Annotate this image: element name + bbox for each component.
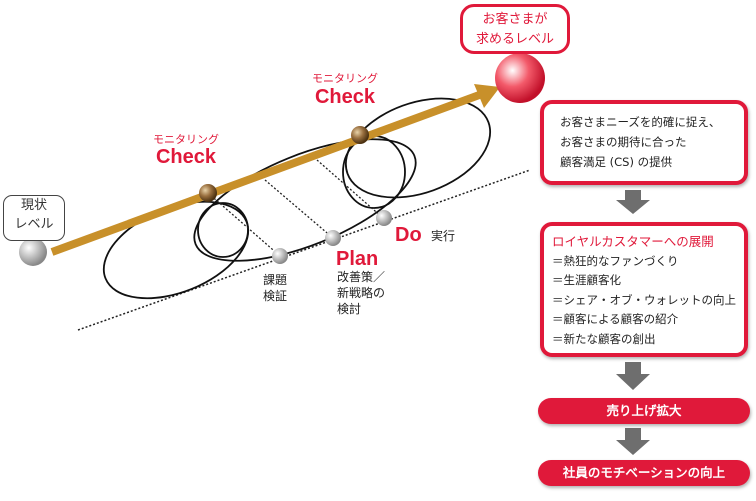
sales-expansion-pill: 売り上げ拡大 — [538, 398, 750, 424]
do-ball — [376, 210, 392, 226]
plan-title: Plan — [336, 248, 379, 270]
loyal-title: ロイヤルカスタマーへの展開 — [552, 234, 714, 249]
check1-title: Check — [155, 146, 217, 168]
cycle-ellipse-3 — [193, 138, 417, 262]
down-arrows — [616, 190, 650, 455]
check2-title: Check — [314, 86, 376, 108]
cs-box: お客さまニーズを的確に捉え、お客さまの期待に合った顧客満足 (CS) の提供 — [540, 100, 748, 185]
target-level-ball — [495, 53, 545, 103]
check-ball-1 — [199, 184, 217, 202]
do-title: Do — [395, 224, 422, 246]
employee-motivation-pill: 社員のモチベーションの向上 — [538, 460, 750, 486]
issue-ball — [272, 248, 288, 264]
growth-arrow-head — [474, 84, 500, 108]
cycle-ellipse-2 — [197, 202, 249, 258]
issue-label: 課題検証 — [263, 273, 288, 303]
label-line: 現状 — [20, 198, 47, 213]
loyal-customer-box: ロイヤルカスタマーへの展開 ＝熱狂的なファンづくり＝生涯顧客化＝シェア・オブ・ウ… — [540, 222, 748, 357]
check-ball-2 — [351, 126, 369, 144]
label-line: レベル — [14, 217, 54, 232]
current-level-label: 現状 レベル — [3, 195, 65, 241]
plan-desc: 改善策／新戦略の検討 — [337, 270, 386, 316]
check1-sub: モニタリング — [153, 133, 219, 146]
target-level-bubble: お客さまが 求めるレベル — [460, 4, 570, 54]
growth-arrow — [50, 90, 484, 256]
current-level-ball — [19, 238, 47, 266]
baseline-dotted — [77, 169, 531, 331]
cycle-ellipse-5 — [344, 97, 492, 199]
plan-ball — [325, 230, 341, 246]
do-desc: 実行 — [431, 229, 456, 243]
check2-sub: モニタリング — [312, 72, 378, 85]
